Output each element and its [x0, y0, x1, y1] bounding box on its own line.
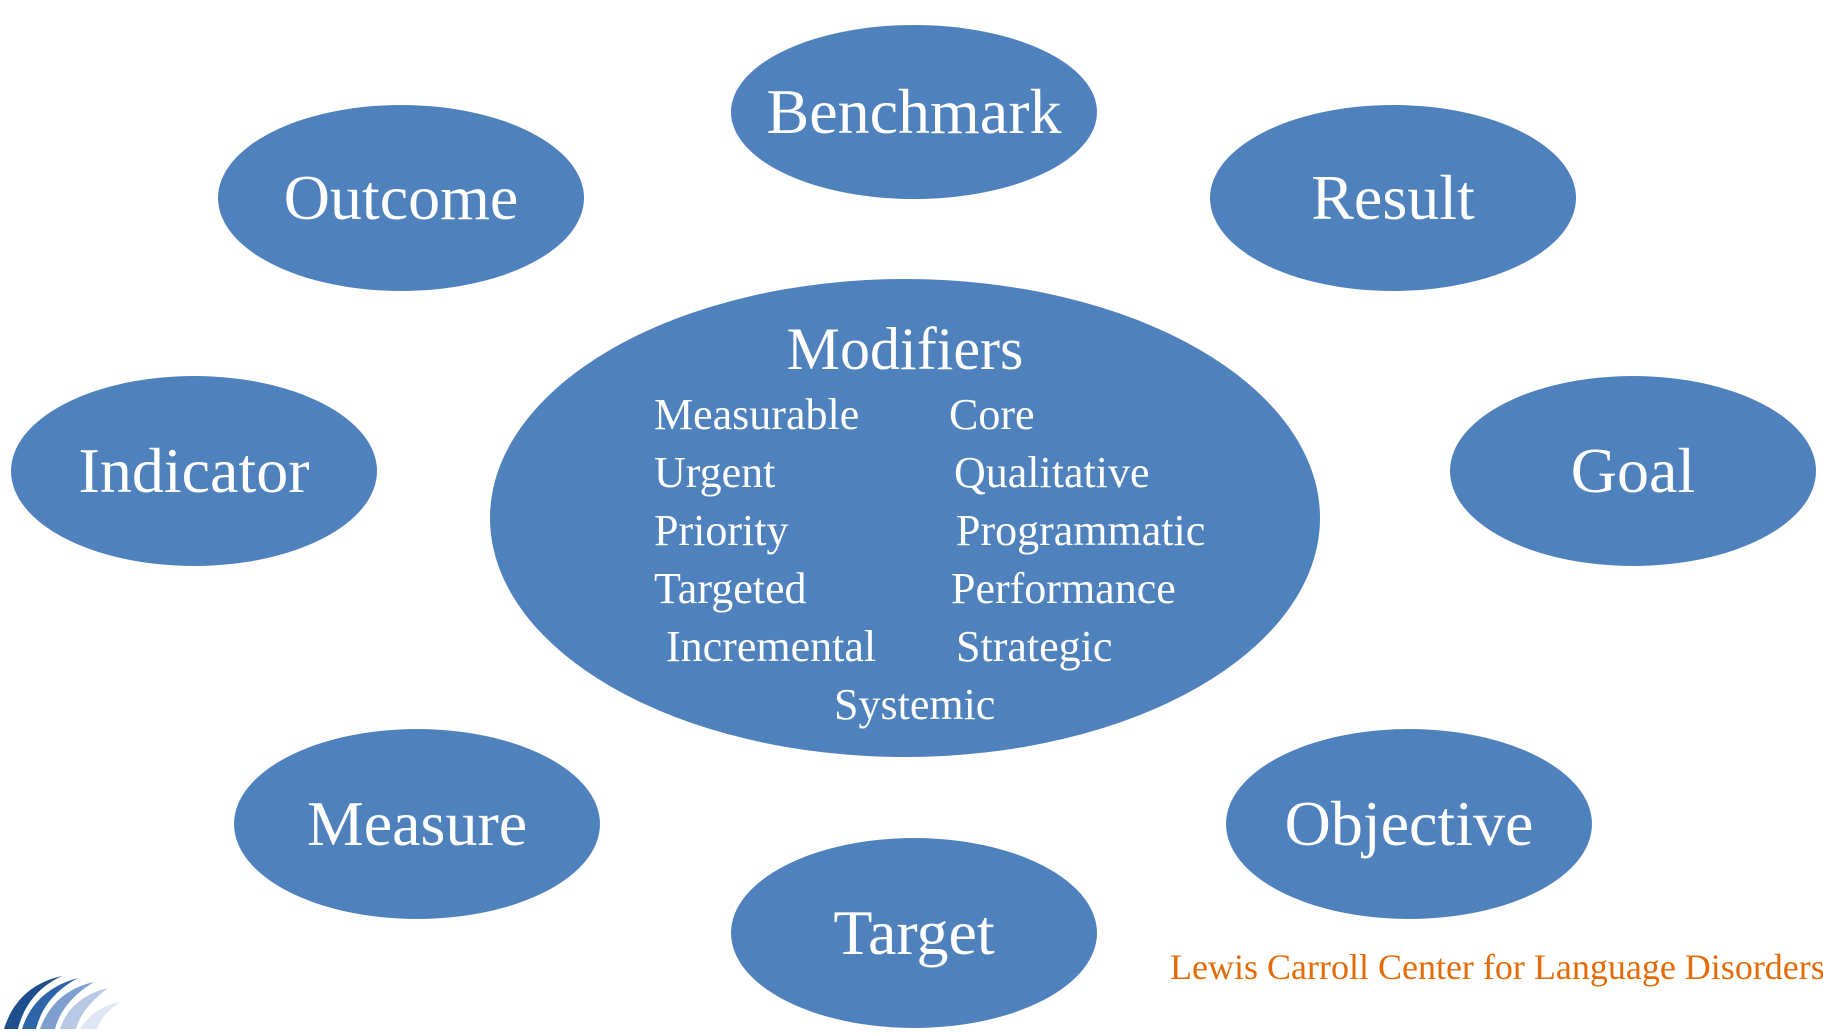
oval-target: Target: [731, 838, 1097, 1028]
label-indicator: Indicator: [78, 435, 310, 506]
modifier-item: Urgent: [654, 448, 776, 497]
label-objective: Objective: [1284, 788, 1534, 859]
oval-measure: Measure: [234, 729, 600, 919]
modifier-item: Qualitative: [954, 448, 1150, 497]
oval-objective: Objective: [1226, 729, 1592, 919]
modifier-item: Priority: [654, 506, 789, 555]
oval-modifiers: Modifiers Measurable Core Urgent Qualita…: [490, 279, 1320, 757]
label-result: Result: [1311, 162, 1475, 233]
modifiers-title: Modifiers: [786, 316, 1024, 382]
modifier-item: Incremental: [666, 622, 877, 671]
modifier-item: Programmatic: [956, 506, 1206, 555]
modifier-item: Core: [949, 390, 1035, 439]
modifier-item: Systemic: [834, 680, 996, 729]
oval-benchmark: Benchmark: [731, 25, 1097, 199]
label-measure: Measure: [306, 788, 528, 859]
label-benchmark: Benchmark: [766, 76, 1062, 147]
oval-result: Result: [1210, 105, 1576, 291]
footer-organization: Lewis Carroll Center for Language Disord…: [1170, 947, 1823, 987]
swoosh-logo-icon: [0, 968, 130, 1034]
label-goal: Goal: [1570, 435, 1696, 506]
oval-outcome: Outcome: [218, 105, 584, 291]
oval-indicator: Indicator: [11, 376, 377, 566]
label-target: Target: [833, 897, 995, 968]
oval-goal: Goal: [1450, 376, 1816, 566]
label-outcome: Outcome: [283, 162, 519, 233]
modifier-item: Measurable: [654, 390, 860, 439]
modifier-item: Strategic: [956, 622, 1113, 671]
modifier-item: Targeted: [654, 564, 807, 613]
modifier-item: Performance: [951, 564, 1176, 613]
